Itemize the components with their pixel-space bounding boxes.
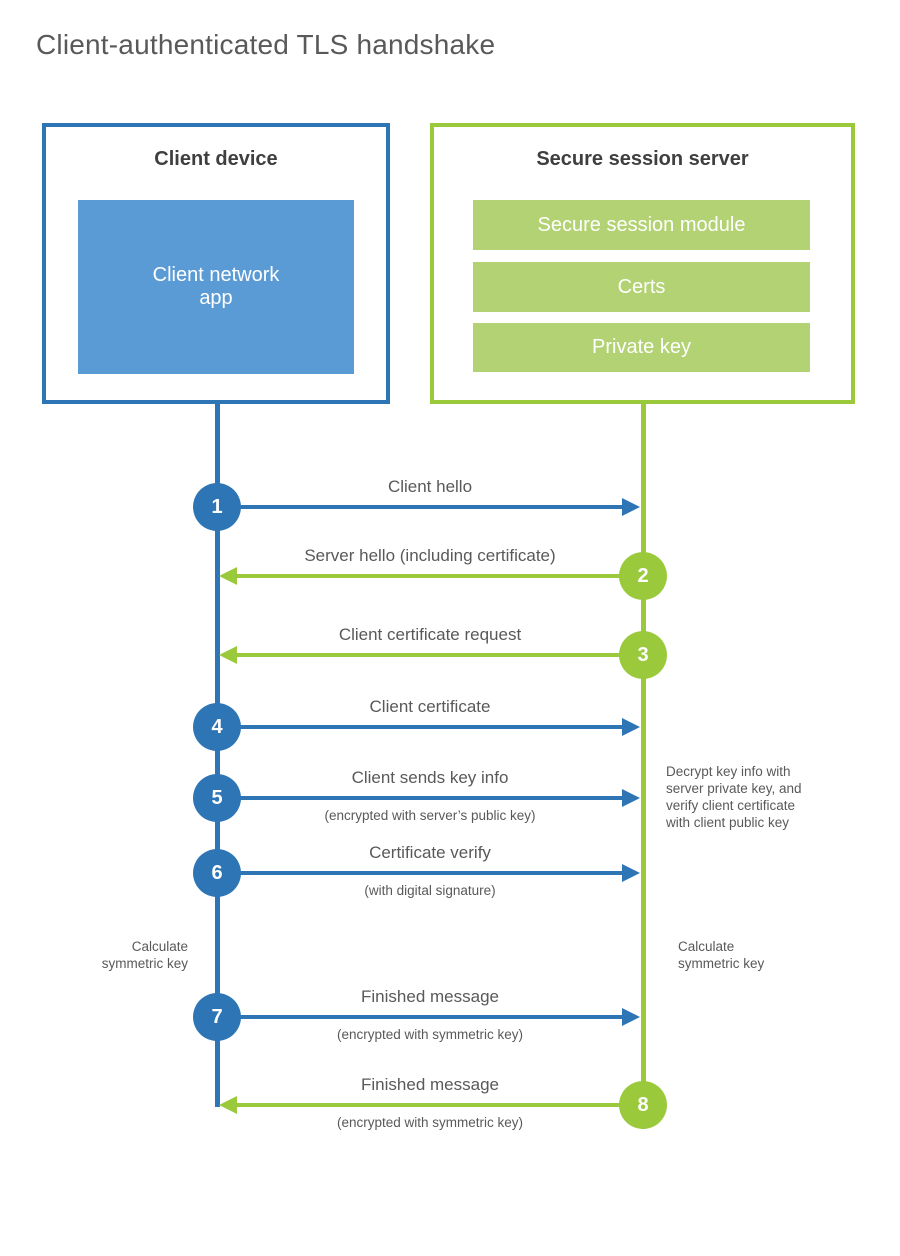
step-arrowhead-2 [219, 567, 237, 585]
step-arrow-4 [217, 725, 624, 729]
step-arrow-6 [217, 871, 624, 875]
step-label-5: Client sends key info [351, 768, 509, 787]
step-arrowhead-6 [622, 864, 640, 882]
server-module-private-key: Private key [473, 323, 810, 372]
step-arrow-2 [237, 574, 643, 578]
client-device-box: Client device Client network app [42, 123, 390, 404]
step-circle-6: 6 [193, 849, 241, 897]
step-sublabel-5: (encrypted with server’s public key) [324, 808, 536, 823]
step-arrow-5 [217, 796, 624, 800]
step-label-7: Finished message [361, 987, 499, 1006]
step-arrow-3 [237, 653, 643, 657]
step-arrowhead-8 [219, 1096, 237, 1114]
step-label-8: Finished message [361, 1075, 499, 1094]
step-label-2: Server hello (including certificate) [304, 546, 556, 565]
step-label-1: Client hello [387, 477, 473, 496]
client-lifeline [215, 402, 220, 1107]
step-arrow-1 [217, 505, 624, 509]
step-circle-5: 5 [193, 774, 241, 822]
page-title: Client-authenticated TLS handshake [36, 29, 496, 60]
server-lifeline [641, 402, 646, 1129]
server-module-certs: Certs [473, 262, 810, 312]
step-circle-1: 1 [193, 483, 241, 531]
step-circle-2: 2 [619, 552, 667, 600]
step-arrow-7 [217, 1015, 624, 1019]
step-arrowhead-3 [219, 646, 237, 664]
step-arrowhead-5 [622, 789, 640, 807]
step-circle-8: 8 [619, 1081, 667, 1129]
step-arrowhead-4 [622, 718, 640, 736]
step-arrow-8 [237, 1103, 643, 1107]
step-sublabel-8: (encrypted with symmetric key) [336, 1115, 524, 1130]
step-circle-4: 4 [193, 703, 241, 751]
step-sublabel-6: (with digital signature) [364, 883, 496, 898]
step-circle-7: 7 [193, 993, 241, 1041]
step-label-4: Client certificate [369, 697, 491, 716]
secure-session-server-title: Secure session server [536, 148, 749, 170]
secure-session-server-box: Secure session server Secure session mod… [430, 123, 855, 404]
step-sublabel-7: (encrypted with symmetric key) [336, 1027, 524, 1042]
step-arrowhead-1 [622, 498, 640, 516]
step-label-3: Client certificate request [338, 625, 522, 644]
note-decrypt-key-info: Decrypt key info with server private key… [666, 764, 802, 830]
server-module-secure-session: Secure session module [473, 200, 810, 250]
client-network-app-box: Client network app [78, 200, 354, 374]
step-circle-3: 3 [619, 631, 667, 679]
note-calc-symmetric-key-server: Calculate symmetric key [678, 939, 765, 971]
step-label-6: Certificate verify [369, 843, 491, 862]
client-device-title: Client device [154, 148, 278, 170]
step-arrowhead-7 [622, 1008, 640, 1026]
note-calc-symmetric-key-client: Calculate symmetric key [101, 939, 188, 971]
